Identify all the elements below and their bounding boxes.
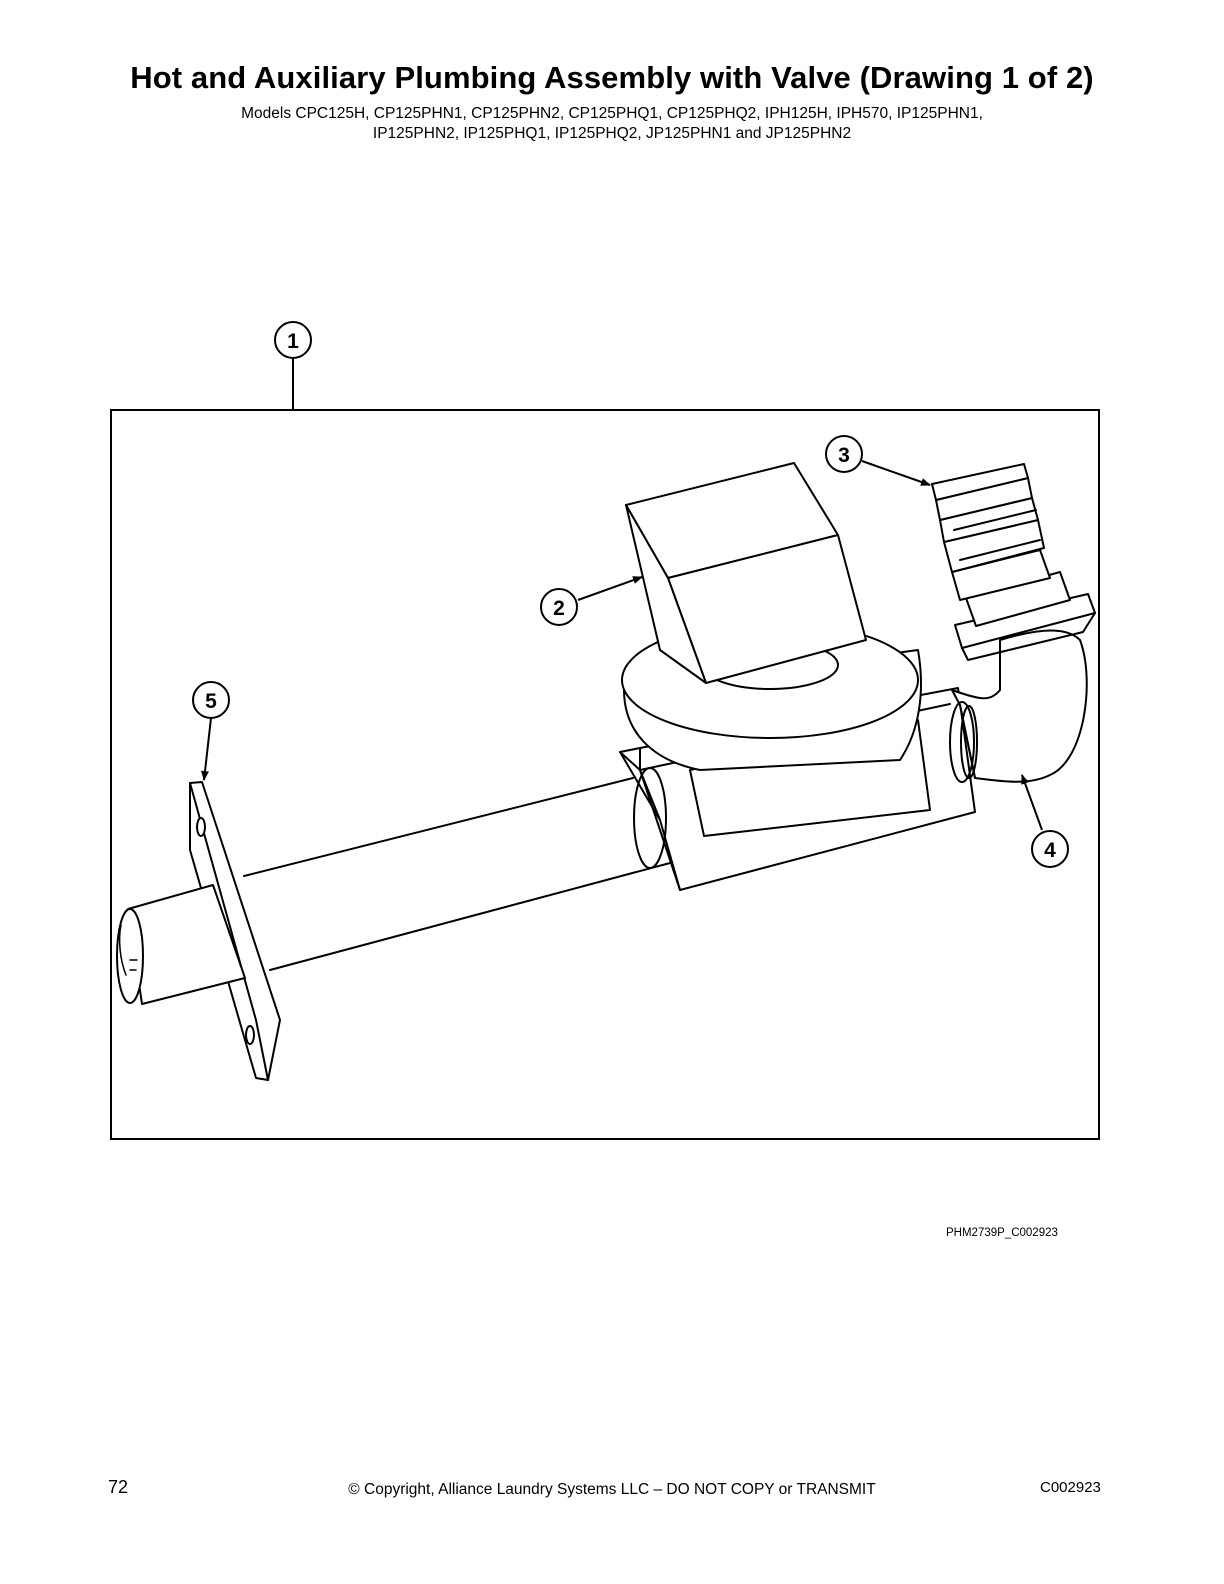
hose-barb [931,463,1071,627]
document-code: C002923 [1040,1479,1101,1496]
mounting-flange [189,781,281,1081]
figure-frame [110,409,1100,1140]
models-line-1: Models CPC125H, CP125PHN1, CP125PHN2, CP… [241,105,983,122]
pipe-stub [116,884,246,1005]
page-number: 72 [108,1477,129,1497]
callout-5-label: 5 [205,690,217,713]
solenoid-coil [625,462,867,684]
figure-id: PHM2739P_C002923 [946,1227,1058,1239]
callout-4: 4 [1031,830,1069,868]
leader-line-5 [201,717,212,781]
callout-5: 5 [192,681,230,719]
copyright-notice: © Copyright, Alliance Laundry Systems LL… [348,1481,876,1498]
models-list: Models CPC125H, CP125PHN1, CP125PHN2, CP… [140,104,1084,144]
leader-line-2 [577,576,643,601]
pipe-tube [243,777,671,971]
models-line-2: IP125PHN2, IP125PHQ1, IP125PHQ2, JP125PH… [372,125,852,142]
callout-1-label: 1 [287,330,299,353]
leader-line-3 [861,460,931,486]
callout-3: 3 [825,435,863,473]
page-title: Hot and Auxiliary Plumbing Assembly with… [130,60,1094,95]
leader-line-4 [1021,774,1043,831]
elbow-fitting [949,593,1096,783]
callout-2: 2 [540,588,578,626]
callout-3-label: 3 [838,444,850,467]
callout-1: 1 [274,321,312,359]
callout-2-label: 2 [553,597,565,620]
callout-4-label: 4 [1044,839,1056,862]
